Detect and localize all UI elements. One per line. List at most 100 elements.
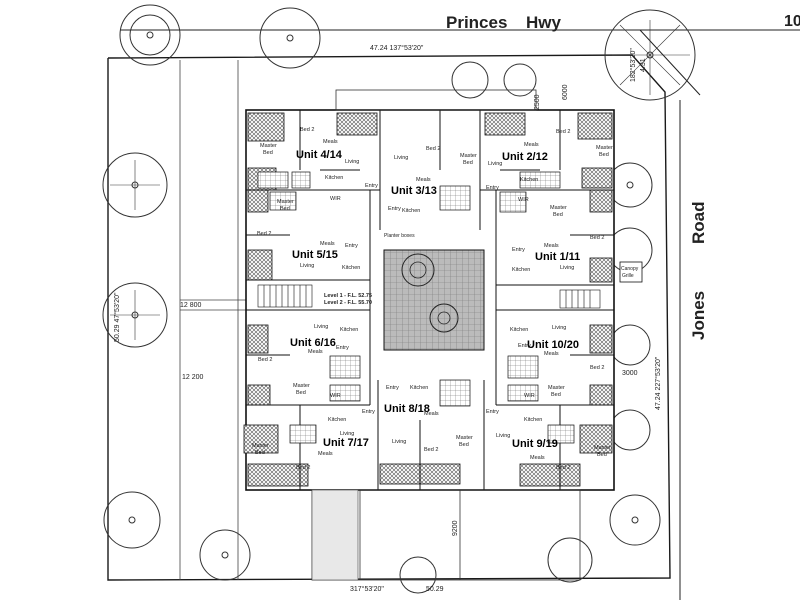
- room-label: Bed 2: [424, 447, 439, 453]
- planter-note: Planter boxes: [384, 233, 415, 239]
- south-bearing: 317°53'20": [350, 586, 384, 593]
- unit-10-20-label: Unit 10/20: [527, 339, 579, 351]
- room-label: Bed 2: [590, 235, 605, 241]
- tree-nw-1: [119, 4, 181, 66]
- room-label: Bed: [280, 206, 290, 212]
- room-label: Bed: [551, 392, 561, 398]
- room-label: Bed 2: [590, 365, 605, 371]
- north-boundary-dimension: 47.24 137°53'20": [370, 45, 424, 52]
- room-label: Bed: [553, 212, 563, 218]
- room-label: Meals: [530, 455, 545, 461]
- room-label: Bed 2: [257, 231, 272, 237]
- room-label: Kitchen: [512, 267, 531, 273]
- unit-3-13-label: Unit 3/13: [391, 185, 437, 197]
- setback-6000: 6000: [562, 84, 569, 100]
- room-label: WIR: [330, 196, 341, 202]
- room-label: Kitchen: [342, 265, 361, 271]
- room-label: Entry: [365, 183, 378, 189]
- room-label: Living: [340, 431, 355, 437]
- room-label: Bed 2: [300, 127, 315, 133]
- tree-se-2: [547, 537, 593, 583]
- room-label: WIR: [524, 393, 535, 399]
- room-label: Living: [552, 325, 567, 331]
- room-label: Living: [345, 159, 360, 165]
- room-label: Entry: [486, 185, 499, 191]
- room-label: Bed: [263, 150, 273, 156]
- setback-3000: 3000: [622, 370, 638, 377]
- road-name-road: Road: [689, 201, 708, 245]
- room-label: Entry: [388, 206, 401, 212]
- room-label: Meals: [308, 349, 323, 355]
- room-label: Master: [260, 143, 277, 149]
- room-label: WIR: [330, 393, 341, 399]
- tree-n-mid: [451, 61, 537, 99]
- nw-bearing-angle: 182°53'20": [630, 48, 637, 82]
- room-label: Bed: [599, 152, 609, 158]
- room-label: Bed 2: [556, 129, 571, 135]
- road-suffix-hwy: Hwy: [526, 13, 561, 32]
- room-label: Meals: [416, 177, 431, 183]
- setback-12800: 12 800: [180, 302, 202, 309]
- tree-e-4: [609, 409, 651, 451]
- grille-label: Grille: [622, 273, 634, 279]
- room-label: Meals: [320, 241, 335, 247]
- walls: [246, 110, 614, 490]
- room-label: Master: [456, 435, 473, 441]
- room-label: Living: [496, 433, 511, 439]
- room-label: Bed 2: [556, 465, 571, 471]
- level-note-2: Level 2 - F.L. 55.70: [324, 300, 372, 306]
- tree-s-mid: [399, 556, 437, 594]
- room-label: Living: [394, 155, 409, 161]
- level-note-1: Level 1 - F.L. 52.75: [324, 293, 372, 299]
- room-label: Meals: [524, 142, 539, 148]
- room-label: Meals: [544, 351, 559, 357]
- room-label: Kitchen: [410, 385, 429, 391]
- room-label: Meals: [323, 139, 338, 145]
- setback-9200: 9200: [452, 520, 459, 536]
- unit-5-15-label: Unit 5/15: [292, 249, 338, 261]
- unit-9-19-label: Unit 9/19: [512, 438, 558, 450]
- room-label: Entry: [518, 343, 531, 349]
- west-boundary-dimension: 50.29 47°53'20": [114, 292, 121, 342]
- room-label: Living: [300, 263, 315, 269]
- unit-7-17-label: Unit 7/17: [323, 437, 369, 449]
- south-boundary-dimension: 50.29: [426, 586, 444, 593]
- room-label: Kitchen: [524, 417, 543, 423]
- room-label: Kitchen: [510, 327, 529, 333]
- room-label: Kitchen: [340, 327, 359, 333]
- room-label: Master: [277, 199, 294, 205]
- nw-bearing: 4.31: [640, 58, 647, 72]
- road-name-princes: Princes: [446, 13, 508, 32]
- room-label: Living: [392, 439, 407, 445]
- room-label: Bed: [459, 442, 469, 448]
- unit-2-12-label: Unit 2/12: [502, 151, 548, 163]
- room-label: Meals: [544, 243, 559, 249]
- room-label: Master: [460, 153, 477, 159]
- room-label: Meals: [318, 451, 333, 457]
- room-label: Kitchen: [520, 177, 539, 183]
- room-label: Entry: [386, 385, 399, 391]
- room-label: Entry: [336, 345, 349, 351]
- room-label: Entry: [486, 409, 499, 415]
- room-label: Living: [488, 161, 503, 167]
- room-label: Kitchen: [328, 417, 347, 423]
- room-label: Master: [252, 443, 269, 449]
- room-label: Living: [314, 324, 329, 330]
- unit-4-14-label: Unit 4/14: [296, 149, 342, 161]
- unit-1-11-label: Unit 1/11: [535, 251, 581, 263]
- tree-nw-2: [259, 7, 321, 69]
- canopy-label: Canopy: [621, 266, 639, 272]
- wet-areas: [257, 171, 575, 444]
- stairs: [257, 284, 601, 309]
- setback-2500: 2500: [534, 94, 541, 110]
- street-number: 10: [784, 13, 800, 30]
- room-label: Bed 2: [258, 357, 273, 363]
- room-label: Entry: [512, 247, 525, 253]
- room-label: Entry: [362, 409, 375, 415]
- unit-6-16-label: Unit 6/16: [290, 337, 336, 349]
- driveway: [179, 60, 248, 580]
- unit-8-18-label: Unit 8/18: [384, 403, 430, 415]
- room-label: Entry: [345, 243, 358, 249]
- tree-se-1: [609, 494, 661, 546]
